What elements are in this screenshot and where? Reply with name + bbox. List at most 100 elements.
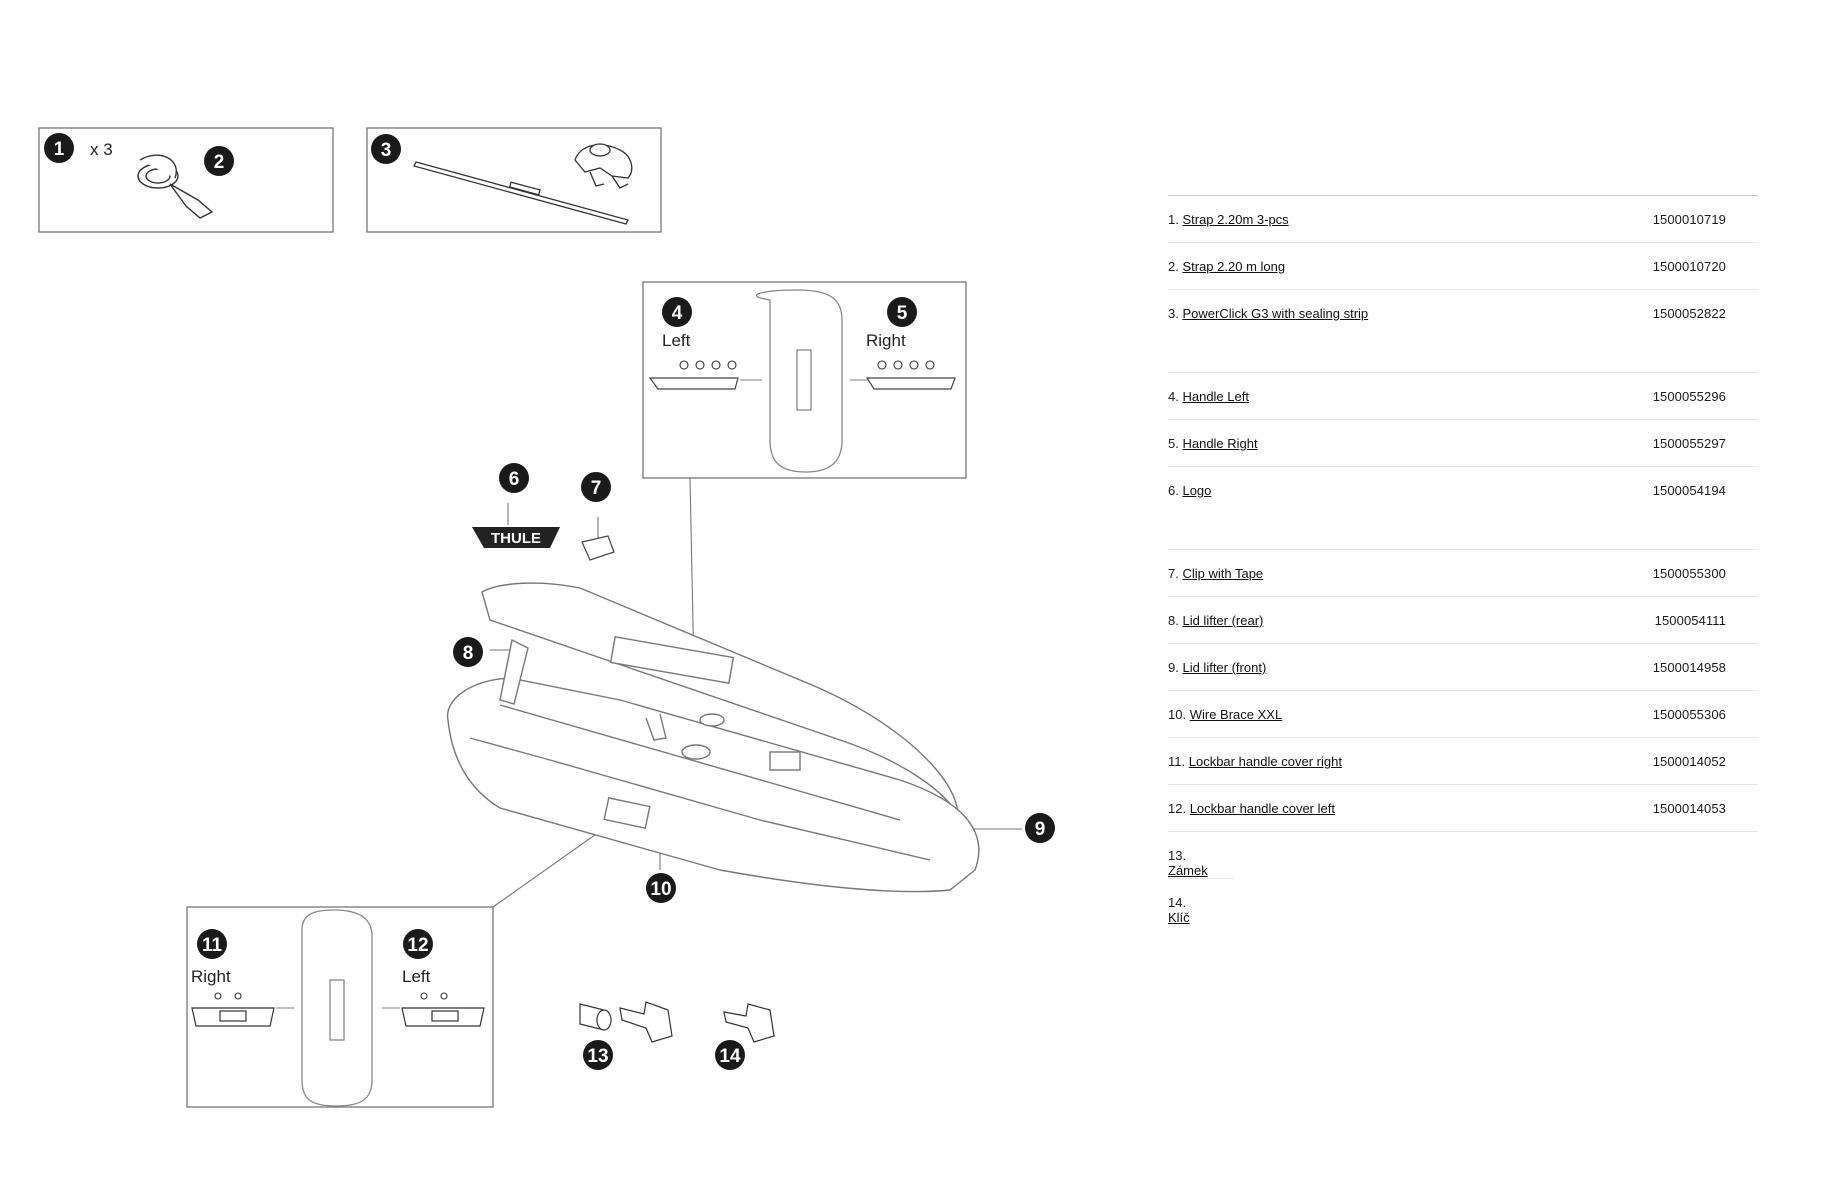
part-name-cell: 13. Zámek (1168, 848, 1208, 878)
part-number: 1500014052 (1652, 754, 1726, 769)
callout-2: 2 (204, 146, 234, 176)
callout-6: 6 (499, 463, 529, 493)
part-link[interactable]: Lockbar handle cover left (1189, 801, 1335, 816)
key-icon (619, 1001, 775, 1043)
part-name-cell: 6. Logo (1168, 483, 1211, 498)
part-link[interactable]: Lockbar handle cover right (1188, 754, 1342, 769)
svg-text:5: 5 (897, 303, 908, 324)
parts-list-row: 1. Strap 2.20m 3-pcs 1500010719 (1168, 196, 1758, 243)
part-number: 1500010719 (1652, 212, 1726, 227)
svg-text:3: 3 (381, 140, 392, 161)
part-link[interactable]: Lid lifter (rear) (1182, 613, 1264, 628)
part-number: 1500055300 (1652, 566, 1726, 581)
part-index: 14. (1168, 895, 1187, 910)
svg-text:10: 10 (650, 879, 671, 900)
callout-13: 13 (583, 1040, 613, 1070)
screws-icon (679, 360, 935, 370)
part-number: 1500055296 (1652, 389, 1726, 404)
part-number: 1500014958 (1652, 660, 1726, 675)
parts-list-row: 13. Zámek (1168, 832, 1233, 879)
svg-text:14: 14 (719, 1046, 741, 1067)
part-number: 1500054111 (1654, 613, 1726, 628)
part-index: 9. (1168, 660, 1179, 675)
part-name-cell: 5. Handle Right (1168, 436, 1258, 451)
part-name-cell: 8. Lid lifter (rear) (1168, 613, 1263, 628)
callout-badges: 1 2 3 4 5 6 7 8 9 10 11 12 13 14 (44, 133, 1055, 1070)
part-index: 7. (1168, 566, 1179, 581)
part-number: 1500014053 (1652, 801, 1726, 816)
parts-list-row: 14. Klíč (1168, 879, 1233, 926)
part-index: 8. (1168, 613, 1179, 628)
powerclick-parts-box (366, 127, 662, 233)
part-index: 6. (1168, 483, 1179, 498)
part-link[interactable]: Lid lifter (front) (1182, 660, 1267, 675)
part-name-cell: 3. PowerClick G3 with sealing strip (1168, 306, 1368, 321)
part-index: 11. (1168, 754, 1186, 769)
box-top-view-lower (301, 909, 373, 1107)
callout-11: 11 (197, 929, 227, 959)
part-number: 1500052822 (1652, 306, 1726, 321)
part-number: 1500055297 (1652, 436, 1726, 451)
powerclick-icon (413, 143, 633, 225)
handle-left-icon (648, 377, 762, 390)
part-link[interactable]: Zámek (1168, 863, 1208, 878)
left-lockbar-label: Left (402, 967, 431, 986)
parts-list-row: 7. Clip with Tape 1500055300 (1168, 550, 1758, 597)
part-index: 1. (1168, 212, 1179, 227)
callout-9: 9 (1025, 813, 1055, 843)
lock-cylinder-icon (579, 1003, 612, 1031)
part-link[interactable]: Handle Left (1182, 389, 1249, 404)
part-name-cell: 1. Strap 2.20m 3-pcs (1168, 212, 1289, 227)
part-index: 5. (1168, 436, 1179, 451)
part-link[interactable]: Clip with Tape (1182, 566, 1264, 581)
parts-list-row: 6. Logo 1500054194 (1168, 467, 1758, 550)
strap-icon (137, 154, 214, 219)
parts-list-row: 8. Lid lifter (rear) 1500054111 (1168, 597, 1758, 644)
part-name-cell: 10. Wire Brace XXL (1168, 707, 1282, 722)
part-link[interactable]: Handle Right (1182, 436, 1258, 451)
svg-text:13: 13 (587, 1046, 608, 1067)
exploded-parts-diagram: THULE 1 2 3 4 5 6 7 8 9 (38, 127, 1055, 1108)
part-index: 2. (1168, 259, 1179, 274)
right-lockbar-label: Right (191, 967, 231, 986)
part-link[interactable]: Logo (1182, 483, 1212, 498)
callout-12: 12 (403, 929, 433, 959)
parts-list-row: 11. Lockbar handle cover right 1500014052 (1168, 738, 1758, 785)
right-handle-label: Right (866, 331, 906, 350)
roof-box-illustration (446, 582, 980, 893)
quantity-label: x 3 (90, 140, 113, 159)
part-link[interactable]: Wire Brace XXL (1189, 707, 1283, 722)
part-index: 13. (1168, 848, 1187, 863)
svg-text:7: 7 (591, 478, 602, 499)
part-name-cell: 14. Klíč (1168, 895, 1201, 925)
part-number: 1500054194 (1652, 483, 1726, 498)
svg-text:1: 1 (54, 139, 65, 160)
parts-list-row: 9. Lid lifter (front) 1500014958 (1168, 644, 1758, 691)
clip-icon (581, 535, 615, 561)
lockbar-detail-box (186, 906, 494, 1108)
part-name-cell: 12. Lockbar handle cover left (1168, 801, 1335, 816)
parts-list-top-border (1168, 195, 1758, 196)
box-top-view-upper (755, 289, 843, 473)
part-link[interactable]: PowerClick G3 with sealing strip (1182, 306, 1369, 321)
callout-5: 5 (887, 297, 917, 327)
svg-text:4: 4 (672, 303, 683, 324)
logo-text: THULE (491, 530, 541, 547)
parts-list-row: 12. Lockbar handle cover left 1500014053 (1168, 785, 1758, 832)
callout-3: 3 (371, 134, 401, 164)
part-link[interactable]: Klíč (1168, 910, 1190, 925)
left-handle-label: Left (662, 331, 691, 350)
part-link[interactable]: Strap 2.20m 3-pcs (1182, 212, 1289, 227)
parts-list-table: 1. Strap 2.20m 3-pcs 1500010719 2. Strap 2… (1168, 195, 1758, 926)
svg-text:11: 11 (202, 935, 223, 956)
part-link[interactable]: Strap 2.20 m long (1182, 259, 1286, 274)
svg-text:6: 6 (509, 469, 520, 490)
part-index: 12. (1168, 801, 1187, 816)
part-name-cell: 4. Handle Left (1168, 389, 1249, 404)
callout-1: 1 (44, 133, 74, 163)
parts-list-row: 4. Handle Left 1500055296 (1168, 373, 1758, 420)
svg-text:12: 12 (407, 935, 428, 956)
svg-text:9: 9 (1035, 819, 1046, 840)
